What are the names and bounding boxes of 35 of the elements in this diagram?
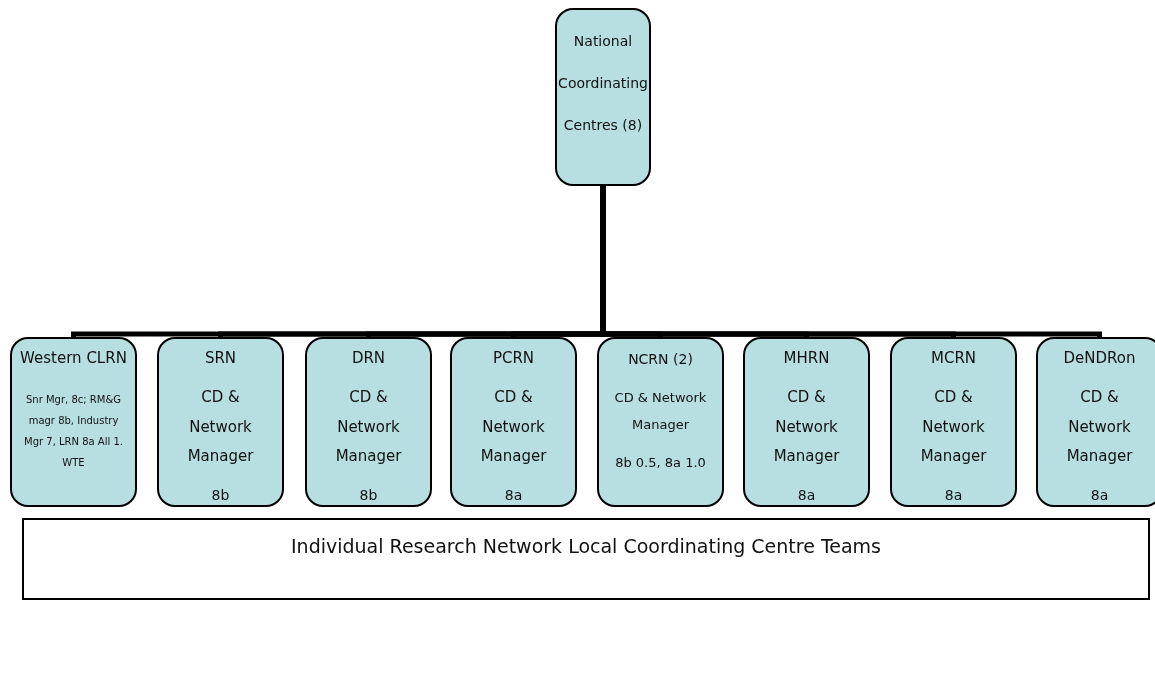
team-box xyxy=(22,518,1150,600)
node-text: CD & Network Manager xyxy=(479,387,548,467)
node-text: 8a xyxy=(943,486,964,505)
node-title: MHRN xyxy=(782,348,831,369)
node-text: 8a xyxy=(503,486,524,505)
node-text: 8a xyxy=(1089,486,1110,505)
org-box xyxy=(305,337,432,507)
org-box xyxy=(555,8,651,186)
node-text: CD & Network Manager xyxy=(334,387,403,467)
node-title: National Coordinating Centres (8) xyxy=(557,32,649,135)
node-title: DRN xyxy=(350,348,387,369)
node-text: CD & Network Manager xyxy=(613,388,708,434)
node-text: CD & Network Manager xyxy=(1065,387,1134,467)
node-text: CD & Network Manager xyxy=(186,387,255,467)
org-box xyxy=(1036,337,1155,507)
node-text: 8b 0.5, 8a 1.0 xyxy=(614,454,707,473)
org-box xyxy=(597,337,724,507)
node-text: 8b xyxy=(358,486,379,505)
node-title: Individual Research Network Local Coordinating Centre Teams xyxy=(290,534,882,559)
node-text: Snr Mgr, 8c; RM&G magr 8b, Industry Mgr 7, LRN 8a All 1. WTE xyxy=(23,393,124,471)
node-text: 8b xyxy=(210,486,231,505)
node-title: Western CLRN xyxy=(19,348,128,369)
node-title: SRN xyxy=(203,348,238,369)
node-text: CD & Network Manager xyxy=(919,387,988,467)
org-box xyxy=(157,337,284,507)
org-box xyxy=(743,337,870,507)
node-title: MCRN xyxy=(929,348,978,369)
node-title: NCRN (2) xyxy=(627,350,694,369)
node-text: CD & Network Manager xyxy=(772,387,841,467)
node-title: PCRN xyxy=(491,348,536,369)
node-title: DeNDRon xyxy=(1062,348,1137,369)
node-text: 8a xyxy=(796,486,817,505)
org-box xyxy=(450,337,577,507)
org-box xyxy=(10,337,137,507)
org-box xyxy=(890,337,1017,507)
